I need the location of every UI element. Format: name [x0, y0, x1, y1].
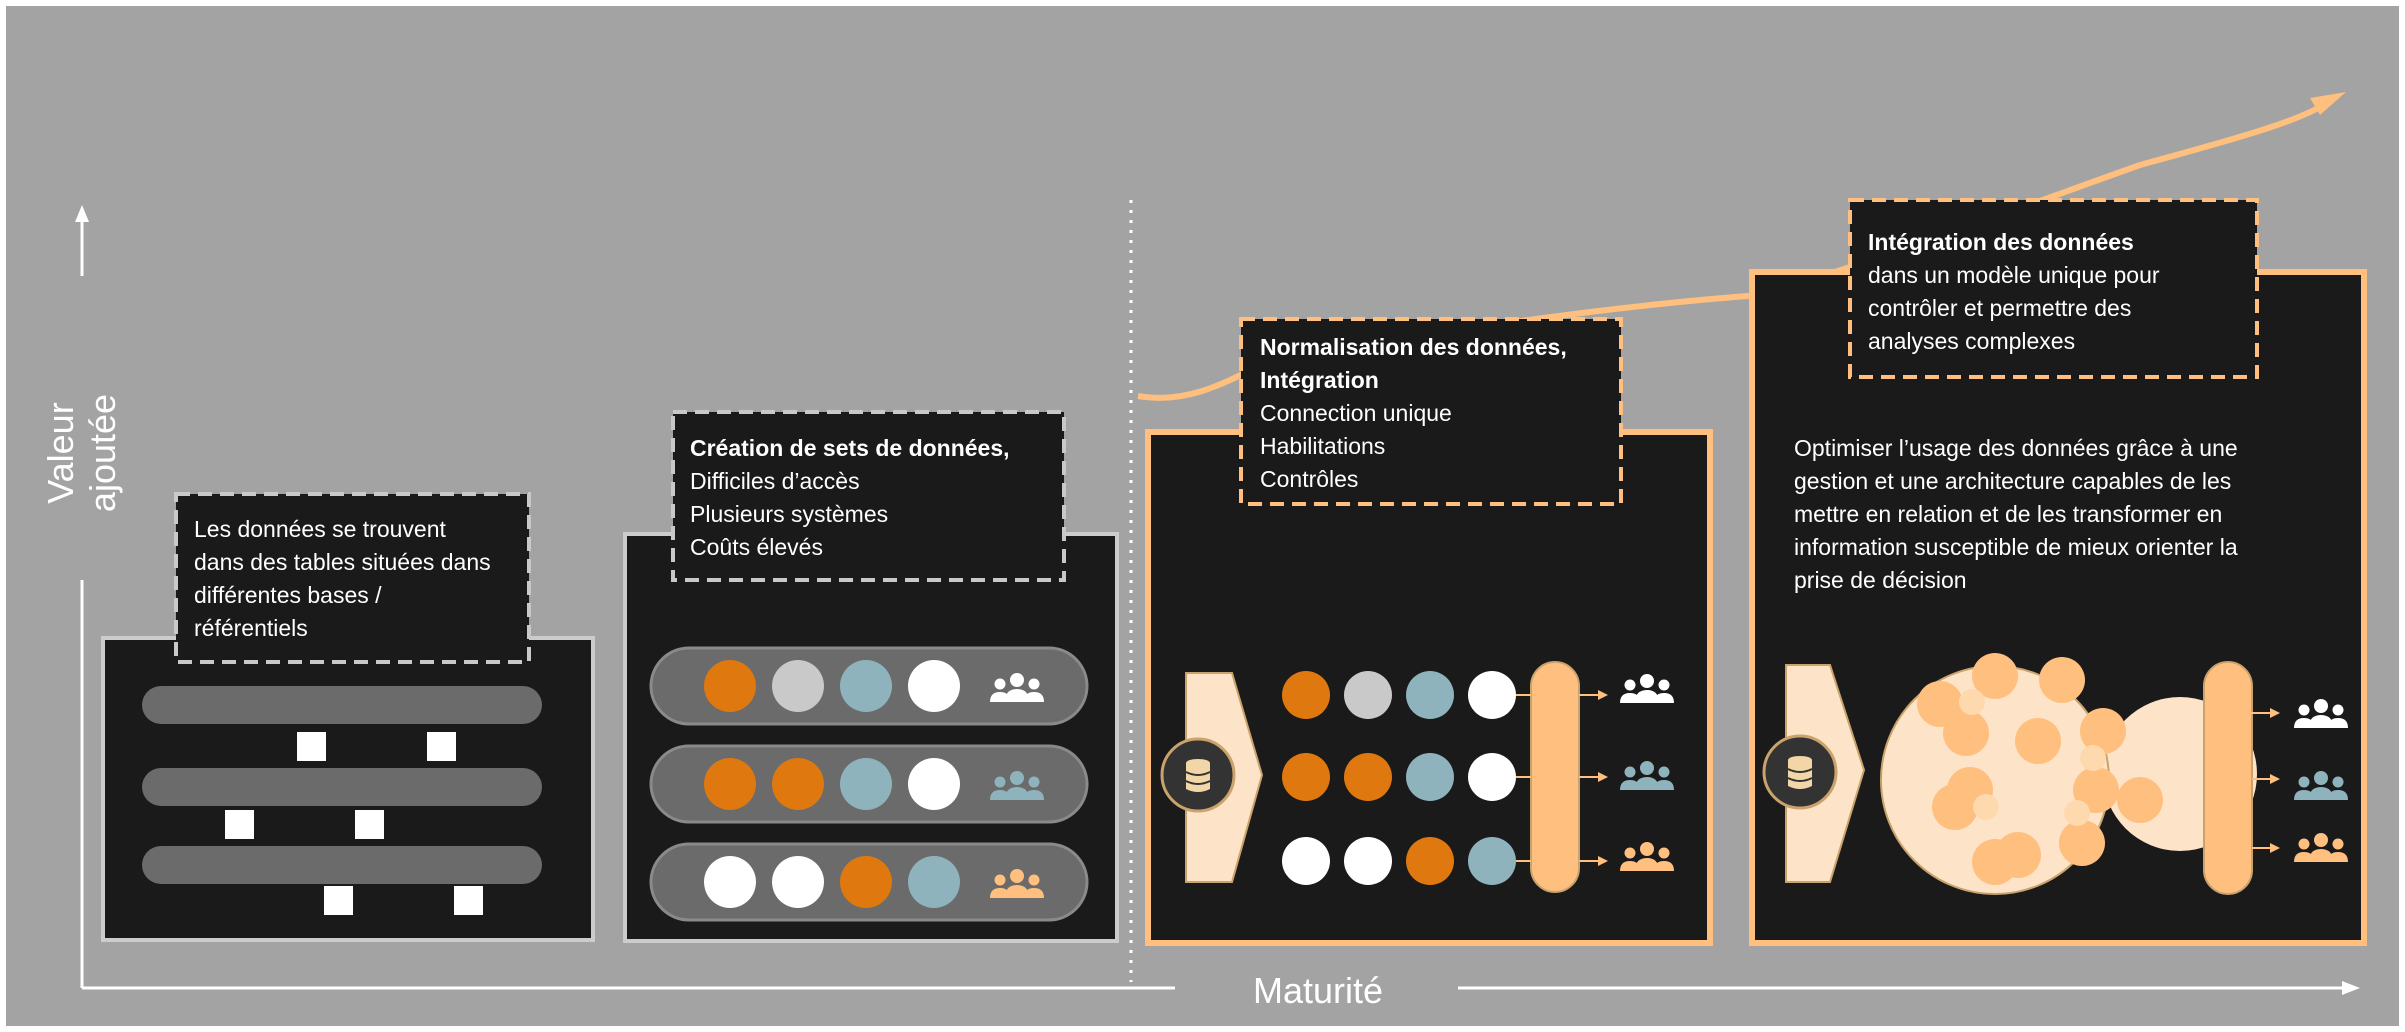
y-axis-label: Valeur ajoutée [40, 393, 123, 513]
arrow-icon [2232, 708, 2280, 853]
stage-4-description: Optimiser l’usage des données grâce à un… [1794, 435, 2238, 593]
stage-3-title: Normalisation des données, [1260, 334, 1567, 360]
y-axis [75, 205, 89, 988]
database-icon [1762, 734, 1838, 810]
stage-3-text: Normalisation des données, Intégration C… [1260, 331, 1620, 496]
stage-2-callout [671, 410, 1066, 582]
stage-3-panel [1145, 429, 1713, 946]
stage-2-panel [623, 532, 1119, 943]
stage-4-panel [1749, 269, 2367, 946]
arrow-icon [1516, 690, 1608, 866]
x-axis [82, 981, 2360, 995]
stage-3-callout [1239, 317, 1623, 506]
stage-1-panel [101, 636, 595, 942]
stage-4-text: Intégration des données dans un modèle u… [1868, 226, 2248, 358]
stage-4-callout [1848, 198, 2259, 379]
stage-4-title: Intégration des données [1868, 229, 2134, 255]
stage-2-title: Création de sets de données, [690, 435, 1010, 461]
x-axis-label: Maturité [1252, 970, 1384, 1011]
stage-1-text: Les données se trouvent dans des tables … [194, 516, 491, 641]
growth-arrowhead [2310, 92, 2346, 115]
stage-2-text: Création de sets de données, Difficiles … [690, 432, 1060, 564]
database-icon [1160, 737, 1236, 813]
stage-1-callout [174, 492, 531, 664]
